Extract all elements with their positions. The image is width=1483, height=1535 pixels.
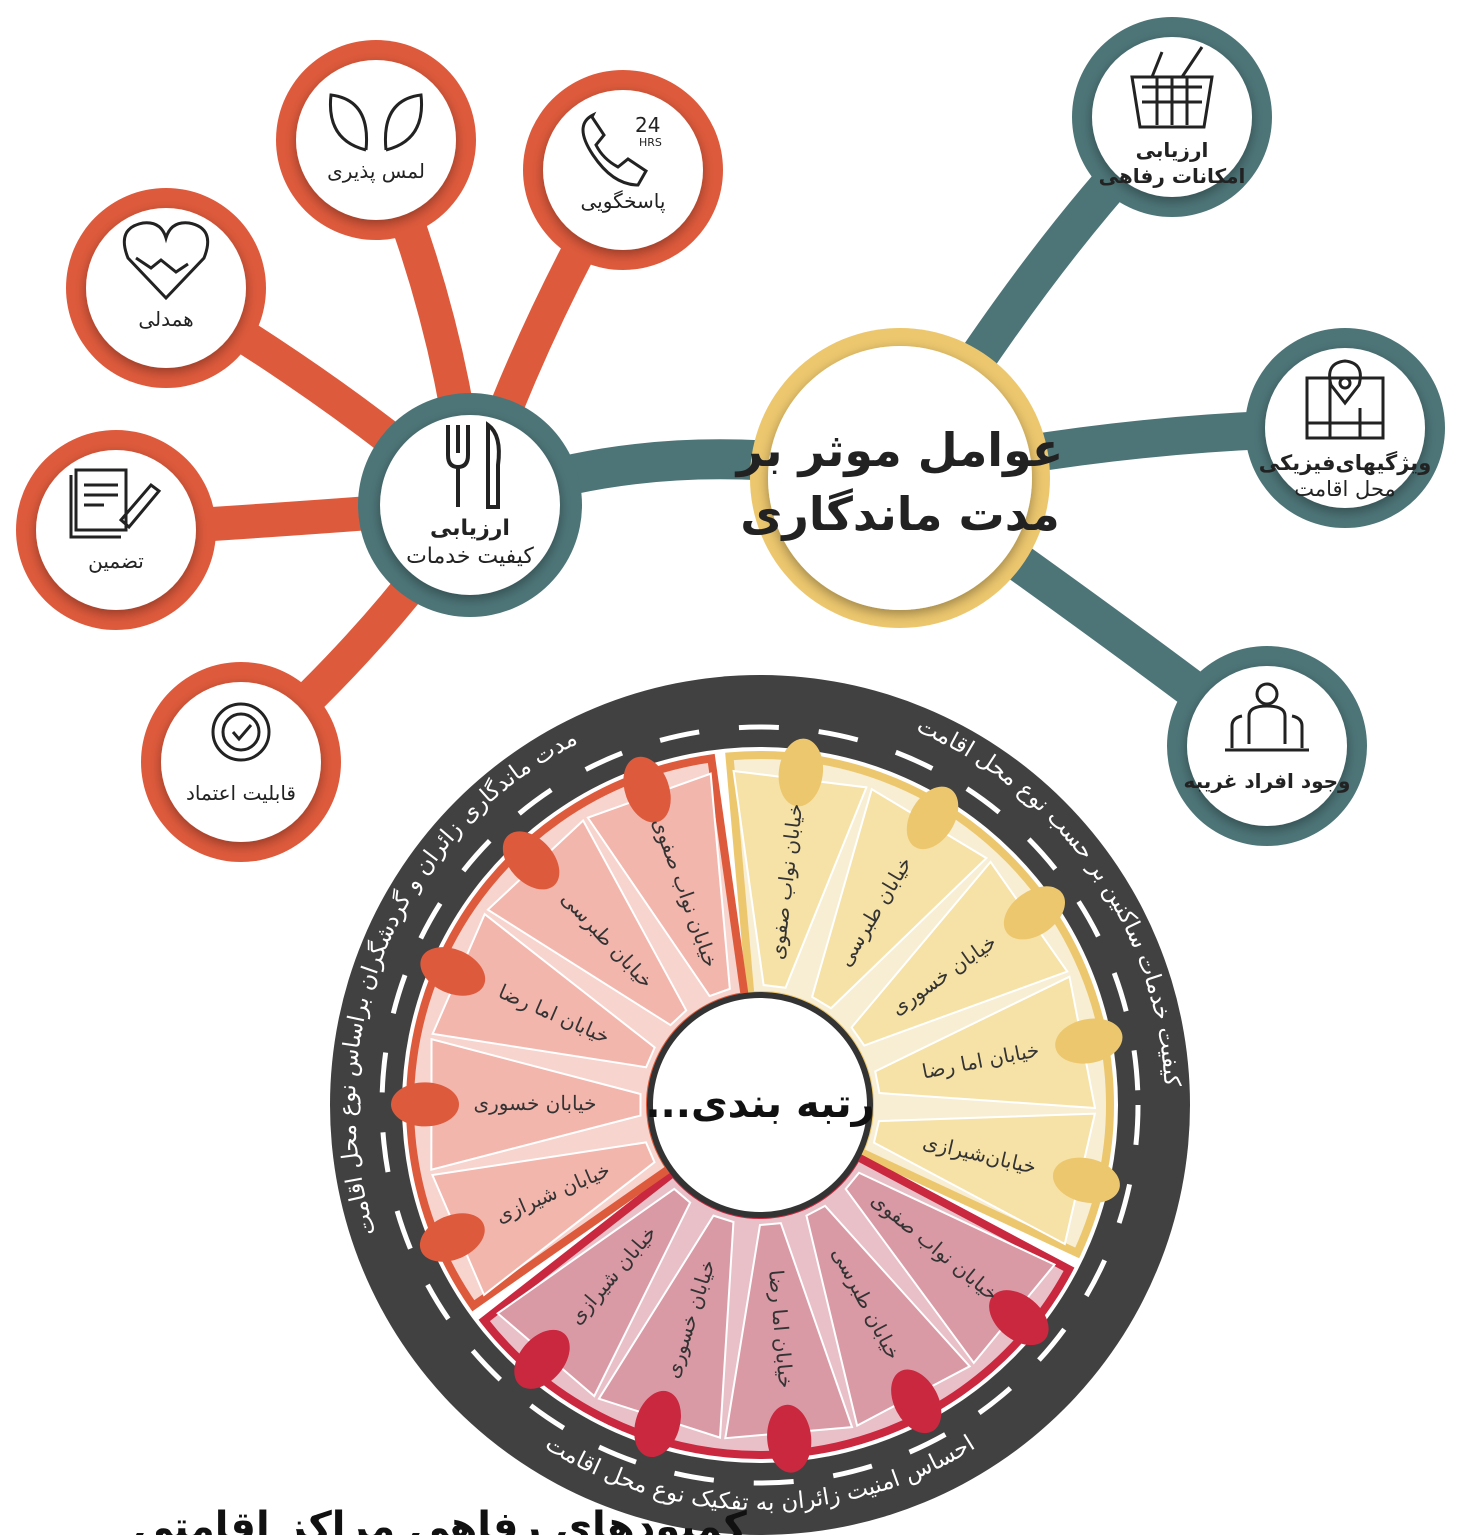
center-title-line1: عوامل موثر بر [735, 423, 1064, 477]
service-quality-line1: ارزیابی [430, 516, 510, 541]
service-child-0: لمس پذیری [276, 40, 476, 240]
ranking-cone [810, 787, 989, 1010]
ranking-cone [724, 1222, 854, 1440]
right-branch-line2-0: امکانات رفاهی [1099, 164, 1246, 188]
ranking-cone [430, 1037, 642, 1171]
cone-cap [767, 1404, 812, 1473]
cone-cap [989, 1290, 1049, 1346]
ranking-cone [597, 1214, 735, 1439]
footer-title: کمبودهای رفاهی مراکز اقامتی [133, 1504, 747, 1535]
cone-cap [906, 786, 959, 850]
center-title-line2: مدت ماندگاری [740, 487, 1060, 541]
right-branch-line1-0: ارزیابی [1136, 138, 1209, 162]
service-child-label-1: پاسخگویی [581, 189, 666, 214]
badge-hrs: HRS [639, 136, 662, 149]
leaves-icon [328, 93, 424, 152]
cone-cap [420, 947, 486, 996]
ranking-cone [430, 1141, 656, 1297]
ranking-cone [586, 772, 731, 998]
service-child-2: همدلی [66, 188, 266, 388]
right-branch-line1-1: ویژگیهای‌فیزیکی [1259, 450, 1432, 475]
cone-cap [891, 1369, 942, 1434]
road-lane-marking [379, 724, 1141, 1486]
service-child-label-4: قابلیت اعتماد [186, 781, 296, 805]
service-quality-line2: کیفیت خدمات [406, 544, 534, 569]
ranking-cone [872, 1112, 1097, 1246]
fork-knife-icon [446, 421, 501, 509]
heart-icon [122, 221, 210, 301]
basket-icon [1130, 46, 1214, 129]
service-quality-node: ارزیابی کیفیت خدمات [358, 393, 582, 617]
ranking-center-label: رتبه بندی... [645, 1081, 874, 1127]
service-child-3: تضمین [16, 430, 216, 630]
document-pen-icon [69, 468, 162, 539]
map-pin-icon [1305, 359, 1385, 440]
cone-cap [502, 831, 560, 890]
badge-24: 24 [635, 113, 660, 137]
cone-cap [1055, 1018, 1123, 1064]
cone-cap [623, 756, 671, 823]
service-child-4: قابلیت اعتماد [141, 662, 341, 862]
cone-cap [778, 738, 824, 807]
ranking-cone [805, 1204, 972, 1428]
cone-cap [1003, 886, 1065, 940]
cone-cap [419, 1213, 485, 1262]
center-node: عوامل موثر بر مدت ماندگاری [735, 328, 1064, 628]
right-branch-line1-2: وجود افراد غریبه [1184, 769, 1351, 793]
cone-cap [391, 1082, 460, 1127]
ranking-cone [874, 975, 1097, 1110]
mindmap-nodes: عوامل موثر بر مدت ماندگاری ارزیابی کیفیت خد… [16, 17, 1445, 862]
right-branch-2: وجود افراد غریبه [1167, 646, 1367, 846]
cone-cap [1052, 1157, 1120, 1204]
ranking-cone [732, 769, 868, 989]
ranking-item-label: خیابان خسوری [473, 1091, 596, 1115]
service-child-label-3: تضمین [88, 549, 144, 573]
service-child-label-0: لمس پذیری [327, 159, 425, 184]
cone-cap [634, 1390, 681, 1458]
cone-cap [514, 1329, 570, 1389]
right-branch-line2-1: محل اقامت [1294, 477, 1396, 501]
ranking-cone [431, 912, 656, 1069]
phone-24-icon [581, 111, 648, 187]
people-icon [1225, 682, 1309, 752]
ranking-center: رتبه بندی... [645, 992, 875, 1218]
check-badge-icon [211, 702, 271, 762]
service-child-label-2: همدلی [138, 307, 193, 331]
